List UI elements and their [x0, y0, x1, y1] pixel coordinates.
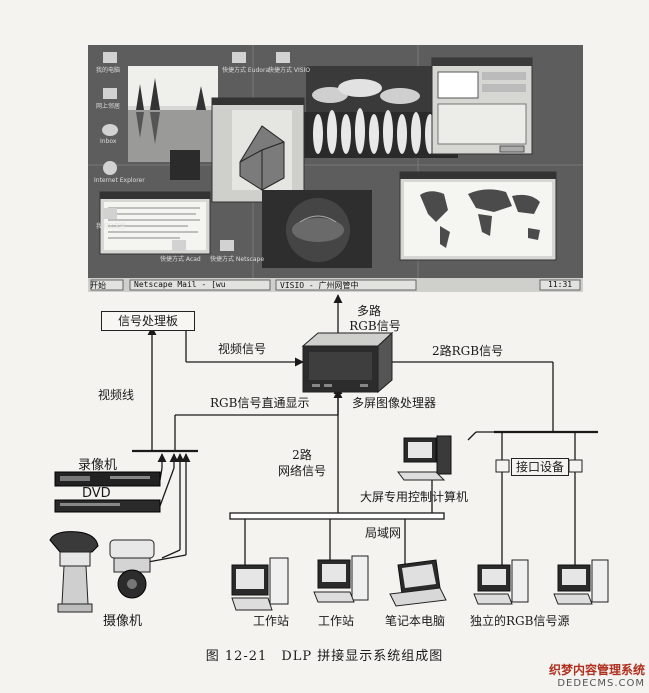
workstation-2-label: 工作站: [318, 614, 355, 628]
shortcut-label: 快捷方式 Netscape: [210, 256, 265, 263]
video-signal-label: 视频信号: [218, 342, 267, 356]
watermark-line2: DEDECMS.COM: [557, 678, 645, 689]
rgb-direct-label: RGB信号直通显示: [210, 396, 310, 410]
vcr-device: [54, 471, 161, 487]
multi-rgb-label-line1: 多路: [356, 304, 381, 318]
taskbar-task-mail[interactable]: Netscape Mail - [wu: [134, 280, 226, 289]
desktop-icon-label: 我的公文包: [96, 223, 127, 230]
lan-label: 局域网: [365, 526, 402, 540]
dlp-screen: [88, 45, 583, 292]
interface-device-box: 接口设备: [511, 458, 569, 476]
rgb-source-2: [553, 559, 609, 605]
shortcut-label: 快捷方式 Eudora: [222, 67, 270, 74]
interface-port-right: [568, 459, 583, 473]
workstation-2: [313, 555, 369, 603]
desktop-icon-label: Internet Explorer: [94, 177, 145, 184]
dvd-label: DVD: [82, 486, 111, 501]
recorder-label: 录像机: [78, 458, 118, 473]
thumbnail-window: [170, 150, 200, 180]
shortcut-label: 快捷方式 Acad: [160, 256, 201, 263]
two-rgb-label: 2路RGB信号: [432, 344, 504, 358]
document-window: [99, 191, 211, 255]
camera-label: 摄像机: [103, 614, 143, 629]
taskbar-start[interactable]: 开始: [90, 281, 106, 290]
taskbar-task-visio[interactable]: VISIO - 广州网管中: [280, 281, 359, 290]
ptz-camera-left: [49, 531, 99, 613]
desktop-icon-label: 网上邻居: [96, 103, 121, 110]
rgb-sources-label: 独立的RGB信号源: [470, 614, 570, 628]
shortcut-icon-glyphs: [172, 52, 290, 251]
shortcut-label: 快捷方式 VISIO: [268, 67, 311, 74]
control-pc-label: 大屏专用控制计算机: [360, 490, 469, 504]
control-computer: [397, 435, 452, 481]
processor-chassis: [301, 331, 394, 394]
laptop: [389, 559, 447, 607]
dialog-window: [431, 57, 533, 155]
video-line-label: 视频线: [98, 388, 135, 402]
desktop-icon-label: 我的电脑: [96, 67, 121, 74]
desktop-icon-label: Inbox: [100, 138, 117, 145]
dome-camera-right: [109, 539, 155, 599]
multi-rgb-label-line2: RGB信号: [349, 319, 401, 333]
lake-image-window: [128, 66, 218, 162]
world-map-window: [399, 171, 557, 261]
desktop-icon-glyphs: [102, 52, 118, 219]
cube-window: [211, 97, 305, 203]
workstation-1: [231, 557, 289, 611]
laptop-label: 笔记本电脑: [385, 614, 446, 628]
watermark-line1: 织梦内容管理系统: [548, 663, 645, 677]
workstation-1-label: 工作站: [253, 614, 290, 628]
processor-label: 多屏图像处理器: [352, 396, 437, 410]
taskbar-clock: 11:31: [548, 280, 573, 289]
figure-caption: 图 12-21 DLP 拼接显示系统组成图: [205, 649, 444, 664]
rgb-source-1: [473, 559, 529, 605]
connectors: [132, 294, 598, 565]
orb-image-window: [262, 190, 372, 268]
signal-board-box: 信号处理板: [101, 311, 195, 331]
interface-port-left: [495, 459, 510, 473]
network-label-line2: 网络信号: [277, 464, 326, 478]
network-label-line1: 2路: [292, 448, 312, 462]
dvd-device: [54, 499, 161, 513]
watermark: 织梦内容管理系统 DEDECMS.COM: [549, 661, 645, 689]
